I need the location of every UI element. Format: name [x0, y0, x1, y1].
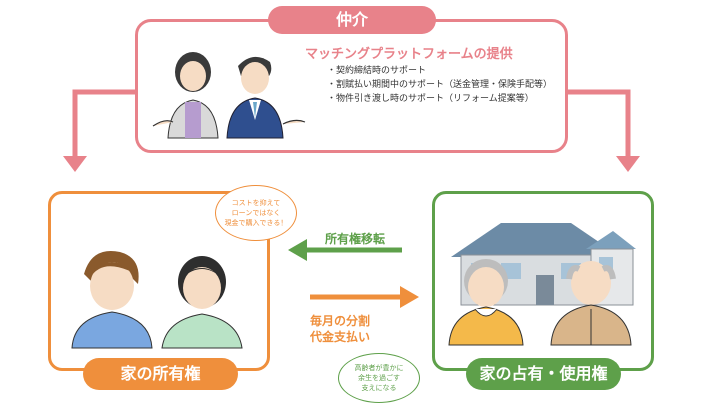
young-man-icon: [71, 250, 153, 349]
left-connector-arrow: [72, 89, 135, 158]
mediator-staff-illustration: [152, 52, 306, 139]
elderly-man-icon: [550, 261, 632, 346]
bubble-line: 支えになる: [361, 384, 397, 392]
young-woman-icon: [161, 256, 243, 349]
owner-label: 家の所有権: [83, 358, 238, 390]
support-item: ・契約締結時のサポート: [327, 66, 427, 76]
right-connector-arrowhead: [616, 156, 640, 172]
bubble-line: ローンではなく: [231, 209, 281, 217]
young-couple-illustration: [71, 250, 243, 349]
support-list: ・契約締結時のサポート ・割賦払い期間中のサポート（送金管理・保険手配等） ・物…: [327, 64, 552, 106]
payment-arrowhead: [400, 286, 419, 308]
payment-label-line-1: 毎月の分割: [310, 314, 371, 328]
bubble-line: コストを抑えて: [231, 199, 281, 207]
house-and-elderly-illustration: [448, 223, 636, 346]
left-connector-arrowhead: [63, 156, 87, 172]
occupant-speech-bubble: 高齢者が豊かに 余生を過ごす 支えになる: [338, 353, 420, 403]
transfer-label: 所有権移転: [325, 232, 386, 246]
male-staff-icon: [226, 56, 306, 139]
platform-title: マッチングプラットフォームの提供: [305, 47, 513, 62]
transfer-arrowhead: [288, 239, 307, 261]
bubble-line: 余生を過ごす: [357, 374, 401, 382]
support-item: ・物件引き渡し時のサポート（リフォーム提案等）: [327, 94, 534, 104]
support-item: ・割賦払い期間中のサポート（送金管理・保険手配等）: [327, 80, 553, 90]
payment-label-line-2: 代金支払い: [310, 330, 371, 344]
mediator-label: 仲介: [268, 6, 436, 34]
owner-speech-bubble: コストを抑えて ローンではなく 現金で購入できる！: [215, 185, 297, 241]
occupant-label: 家の占有・使用権: [466, 358, 621, 390]
bubble-line: 高齢者が豊かに: [354, 364, 404, 372]
elderly-woman-icon: [448, 259, 524, 346]
female-staff-icon: [152, 52, 219, 139]
bubble-line: 現金で購入できる！: [224, 219, 288, 227]
right-connector-arrow: [568, 89, 631, 158]
